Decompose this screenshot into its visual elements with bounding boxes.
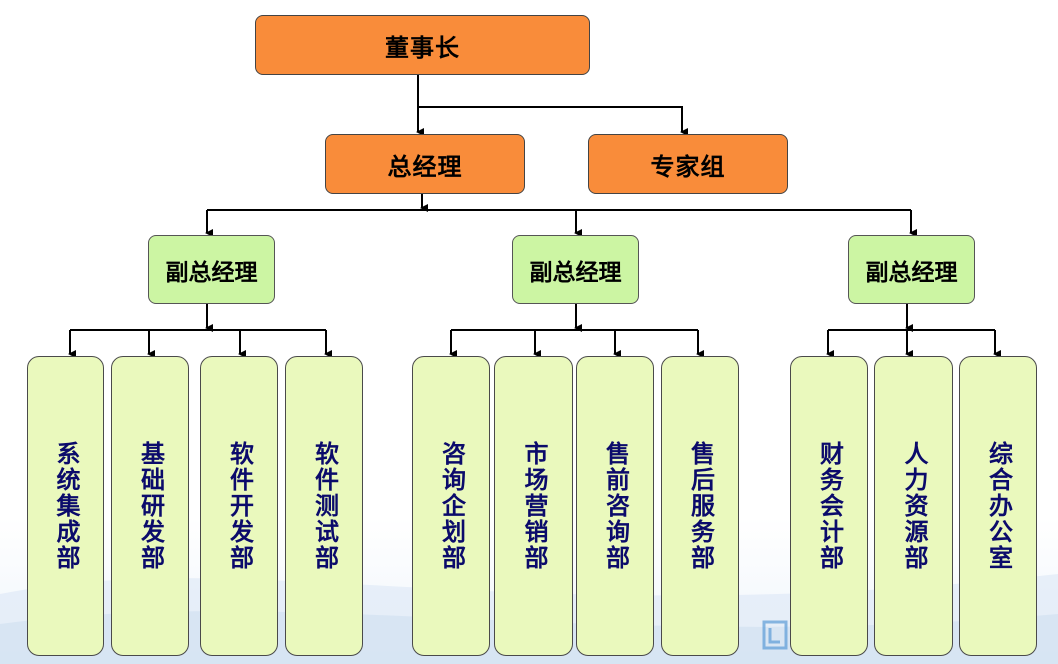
general-manager-node: 总经理 xyxy=(325,134,525,194)
vp-right-node: 副总经理 xyxy=(848,235,975,304)
dept-marketing: 市场营销部 xyxy=(494,356,573,656)
dept-finance-accounting: 财务会计部 xyxy=(790,356,868,656)
vp-middle-node: 副总经理 xyxy=(512,235,639,304)
dept-system-integration: 系统集成部 xyxy=(27,356,104,656)
dept-after-sales-service: 售后服务部 xyxy=(661,356,739,656)
vp-left-node: 副总经理 xyxy=(148,235,275,304)
dept-consulting-planning: 咨询企划部 xyxy=(412,356,490,656)
chairman-node: 董事长 xyxy=(255,15,590,75)
dept-basic-research: 基础研发部 xyxy=(111,356,189,656)
dept-software-development: 软件开发部 xyxy=(200,356,278,656)
dept-general-office: 综合办公室 xyxy=(959,356,1037,656)
dept-presales-consulting: 售前咨询部 xyxy=(576,356,654,656)
dept-human-resources: 人力资源部 xyxy=(874,356,953,656)
dept-software-testing: 软件测试部 xyxy=(285,356,363,656)
expert-group-node: 专家组 xyxy=(588,134,788,194)
logo-mark-icon xyxy=(762,620,788,650)
